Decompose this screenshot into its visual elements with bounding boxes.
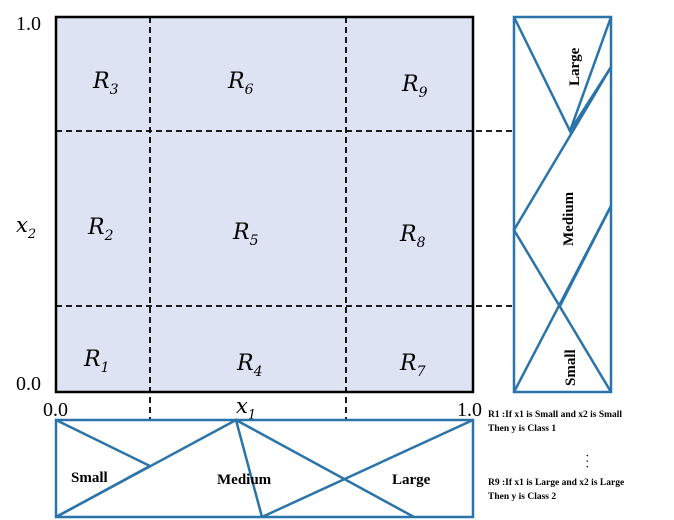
y-axis-max-label: 1.0 [16, 13, 41, 35]
region-label-r3: R3 [92, 69, 119, 98]
x1-medium-label: Medium [217, 472, 272, 488]
region-label-r8: R8 [399, 222, 426, 251]
x2-membership-frame [512, 15, 613, 394]
x2-medium-label: Medium [561, 191, 577, 246]
x-axis-min-label: 0.0 [43, 399, 68, 421]
rule-list: R1 :If x1 is Small and x2 is Small Then … [488, 410, 624, 502]
x-axis-title: x1 [236, 394, 256, 423]
region-label-r2: R2 [87, 215, 114, 244]
rule-9-consequent: Then y is Class 2 [488, 492, 556, 502]
rule-9-condition: R9 :If x1 is Large and x2 is Large [488, 478, 624, 488]
rule-ellipsis: · · · [581, 454, 591, 468]
region-label-r4: R4 [236, 351, 263, 380]
rule-1-condition: R1 :If x1 is Small and x2 is Small [488, 410, 622, 420]
y-axis-title: x2 [16, 213, 36, 242]
region-label-r1: R1 [83, 347, 110, 376]
x2-small-mf [512, 205, 613, 393]
rule-1-consequent: Then y is Class 1 [488, 424, 556, 434]
x1-large-label: Large [392, 472, 431, 488]
input-space-grid [54, 15, 475, 394]
x-axis-max-label: 1.0 [457, 399, 482, 421]
x1-large-mf [261, 418, 474, 519]
x1-membership-functions: Small Medium Large [54, 418, 475, 519]
x1-medium-mf-right [235, 418, 415, 519]
region-label-r6: R6 [227, 69, 254, 98]
region-label-r5: R5 [232, 220, 259, 249]
x2-membership-functions: Large Medium Small [512, 15, 613, 394]
y-axis-min-label: 0.0 [16, 373, 41, 395]
x2-medium-mf-top [568, 66, 613, 132]
region-label-r9: R9 [401, 72, 428, 101]
x2-large-label: Large [567, 47, 583, 86]
x2-small-label: Small [563, 349, 579, 386]
region-label-r7: R7 [399, 351, 426, 380]
x2-medium-mf [512, 66, 613, 393]
x1-small-label: Small [71, 470, 108, 486]
partition-lines [56, 17, 570, 478]
